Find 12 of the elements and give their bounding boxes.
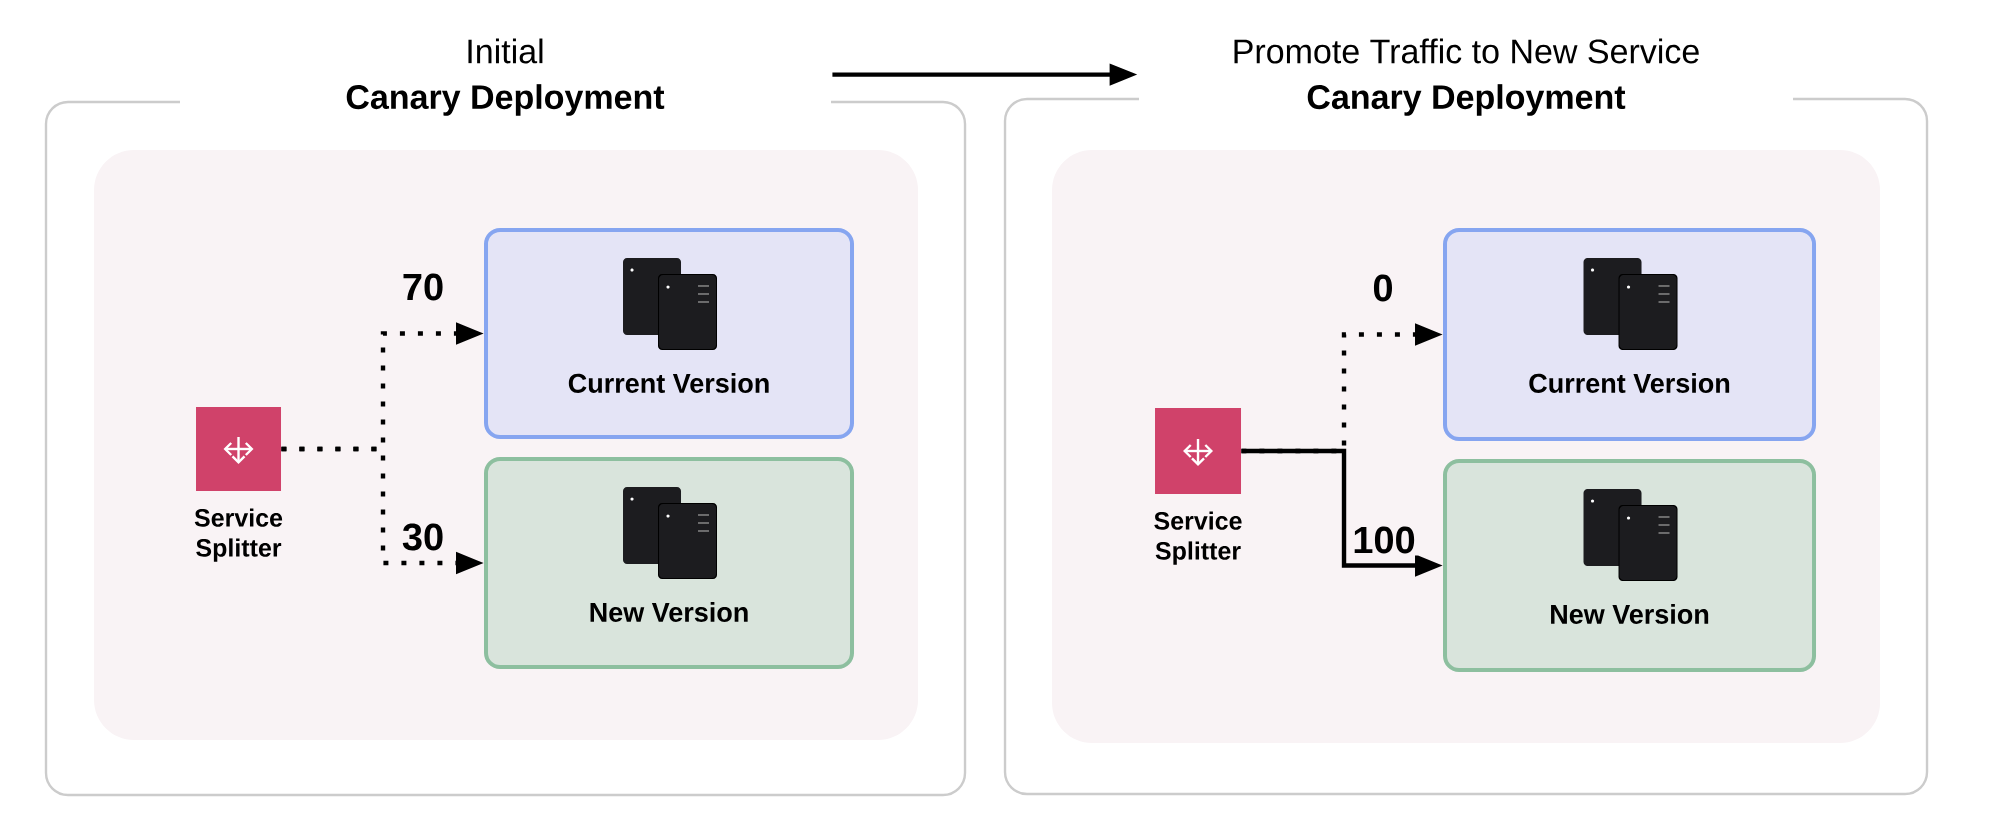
edge-label: 0: [1370, 272, 1396, 304]
panel-subtitle: Promote Traffic to New Service: [1234, 38, 1699, 64]
node-label: Service Splitter: [1154, 511, 1242, 565]
panel-title: Canary Deployment: [346, 84, 665, 116]
version-box: Current Version: [1443, 228, 1816, 441]
version-box: New Version: [484, 457, 854, 669]
panel-title: Canary Deployment: [1307, 84, 1626, 116]
panel-subtitle: Initial: [468, 38, 543, 64]
version-box: New Version: [1443, 459, 1816, 672]
edge-label: 100: [1350, 524, 1418, 556]
version-box: Current Version: [484, 228, 854, 439]
node-label: Service Splitter: [194, 508, 283, 562]
